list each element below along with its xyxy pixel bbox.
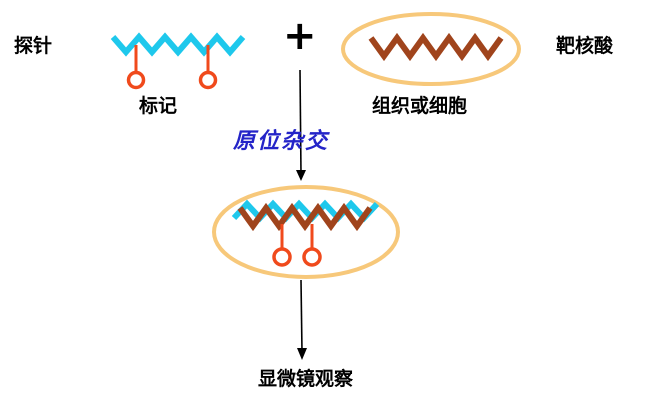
marker-label: 标记 [139,95,178,117]
probe-label-marker-left [126,45,146,90]
tissue-cell-label: 组织或细胞 [372,95,468,117]
tissue-cell-outline [341,12,521,86]
hybrid-probe-strand [231,199,380,223]
in-situ-hybridization-label: 原位杂交 [233,129,330,154]
probe-label: 探针 [14,35,53,57]
probe-strand [110,32,246,57]
hybrid-target-strand [237,202,373,232]
hybrid-cell-outline [212,185,400,279]
hybrid-label-marker-right [302,224,322,267]
microscope-observation-label: 显微镜观察 [258,368,354,390]
arrow-to-microscope [297,279,307,360]
arrow-to-hybrid [296,69,306,181]
target-strand [368,32,504,62]
plus-sign: + [283,13,317,59]
probe-label-marker-right [198,45,218,90]
target-nucleic-acid-label: 靶核酸 [556,35,614,57]
hybrid-label-marker-left [272,224,292,267]
